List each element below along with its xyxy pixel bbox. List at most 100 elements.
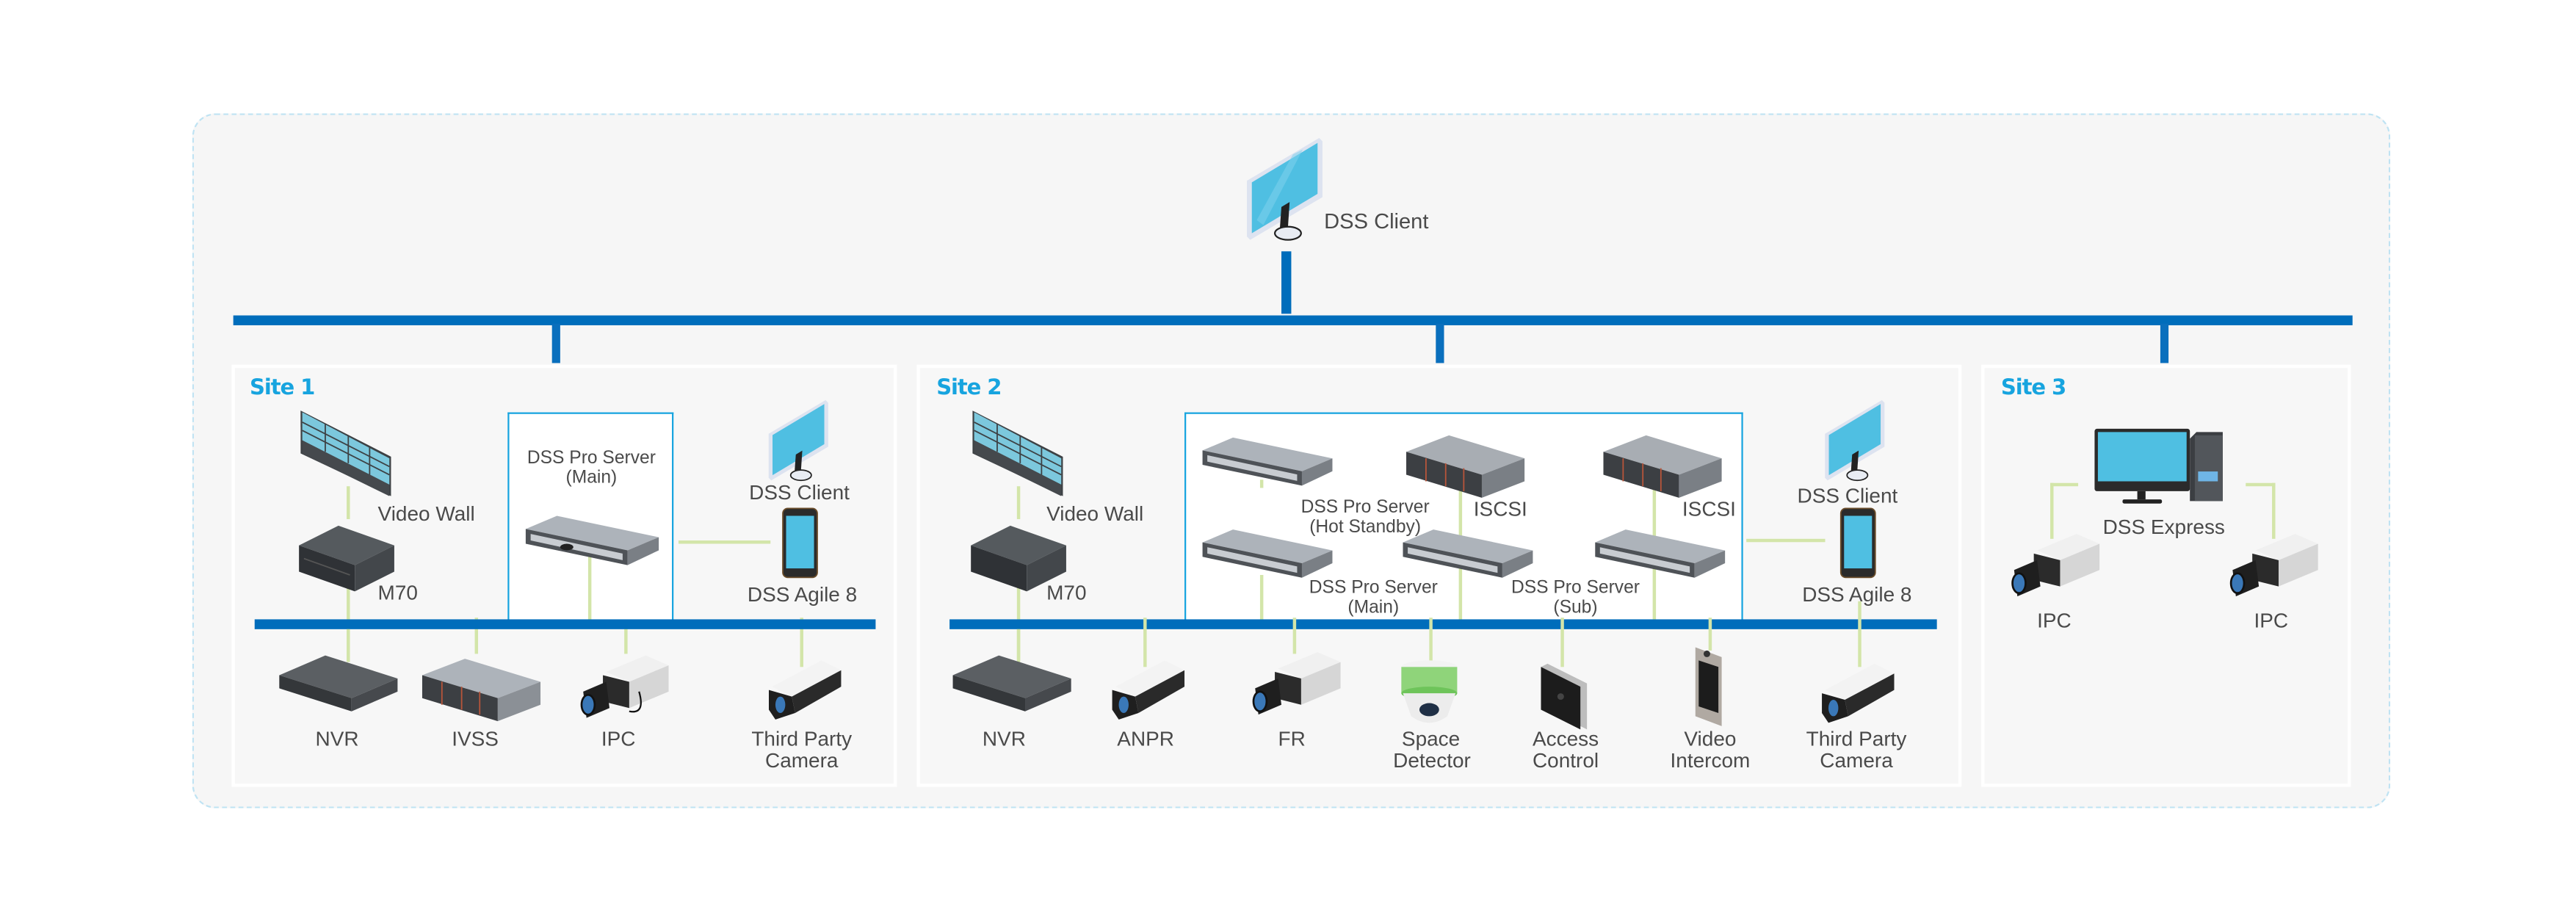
server-sub-label: DSS Pro Server (Sub) (1497, 579, 1654, 618)
device-label: NVR (315, 728, 359, 751)
link (1858, 601, 1862, 667)
label-line: (Hot Standby) (1309, 516, 1422, 537)
server-main-label: DSS Pro Server (Main) (1295, 578, 1452, 618)
link (1143, 618, 1147, 667)
bullet-camera-icon (1822, 663, 1895, 723)
device-label: IPC (2037, 609, 2072, 633)
server-hot-standby-label: DSS Pro Server (Hot Standby) (1287, 499, 1444, 537)
nvr-icon (952, 655, 1071, 712)
link (347, 486, 350, 519)
link (474, 618, 479, 654)
video-wall-icon (300, 410, 391, 496)
desktop-pc-icon (2094, 428, 2223, 504)
nvr-icon (279, 655, 398, 712)
label-line: Camera (765, 749, 839, 772)
link (2246, 482, 2276, 487)
iscsi-storage-icon (1406, 435, 1525, 498)
link (2272, 482, 2276, 539)
m70-decoder-icon (299, 525, 394, 592)
link (1016, 486, 1021, 519)
device-label: Third Party Camera (748, 728, 856, 772)
link (1259, 575, 1264, 621)
label-line: Video (1684, 728, 1737, 751)
ipc-box-camera-icon (2229, 534, 2318, 597)
link (347, 629, 350, 662)
device-label: Video Intercom (1669, 728, 1751, 772)
backbone-bus (233, 315, 2353, 325)
device-label: NVR (982, 728, 1026, 751)
site2-drop (1436, 323, 1444, 363)
anpr-camera-icon (1112, 660, 1185, 720)
ipc-box-camera-icon (2011, 534, 2100, 597)
device-label: IPC (601, 728, 636, 751)
server-icon (1202, 529, 1333, 578)
device-label: IPC (2254, 609, 2289, 633)
access-control-icon (1541, 663, 1588, 730)
smartphone-icon (782, 507, 818, 579)
label-line: DSS Pro Server (527, 448, 656, 468)
label-line: Access (1532, 728, 1599, 751)
device-label: IVSS (452, 728, 499, 751)
iscsi-label: ISCSI (1473, 497, 1527, 521)
label-line: (Sub) (1553, 597, 1598, 618)
label-line: (Main) (565, 467, 618, 488)
device-label: Access Control (1528, 728, 1604, 772)
link (1429, 618, 1433, 664)
site-3-title: Site 3 (2000, 376, 2066, 401)
site1-dss-client-label: DSS Client (749, 481, 850, 504)
link (587, 555, 592, 621)
ipc-box-camera-icon (580, 655, 669, 718)
link (347, 578, 350, 661)
client-uplink (1281, 251, 1292, 314)
m70-decoder-icon (971, 525, 1066, 592)
label-line: DSS Pro Server (1300, 497, 1430, 518)
iscsi-label: ISCSI (1682, 497, 1736, 521)
label-line: Control (1532, 749, 1599, 772)
top-dss-client-label: DSS Client (1324, 209, 1429, 234)
site-2-bus (949, 619, 1937, 629)
bullet-camera-icon (769, 660, 842, 720)
smartphone-icon (1839, 507, 1876, 579)
label-line: DSS Pro Server (1309, 578, 1438, 598)
ivss-icon (422, 659, 541, 722)
label-line: Detector (1393, 749, 1471, 772)
label-line: Space (1401, 728, 1461, 751)
site1-drop (551, 323, 560, 363)
fr-camera-icon (1252, 652, 1341, 715)
link (1292, 618, 1297, 654)
device-label: Space Detector (1393, 728, 1471, 772)
label-line: (Main) (1347, 597, 1400, 618)
video-wall-label: Video Wall (1046, 502, 1144, 526)
server-icon (1595, 529, 1726, 578)
device-label: ANPR (1117, 728, 1175, 751)
monitor-icon (768, 399, 828, 482)
site2-dss-client-label: DSS Client (1797, 484, 1898, 508)
server-icon (1403, 529, 1533, 578)
link (2050, 482, 2054, 539)
video-wall-icon (972, 410, 1063, 496)
link (1708, 618, 1712, 651)
site1-dss-agile-label: DSS Agile 8 (747, 583, 858, 607)
site-1-bus (254, 619, 876, 629)
label-line: Third Party (751, 728, 853, 751)
iscsi-storage-icon (1603, 435, 1722, 498)
monitor-icon (1825, 399, 1885, 482)
site3-drop (2160, 323, 2169, 363)
video-wall-label: Video Wall (377, 502, 475, 526)
device-label: FR (1278, 728, 1306, 751)
server-icon (1202, 437, 1333, 486)
space-detector-icon (1401, 660, 1458, 723)
server-icon (525, 515, 659, 565)
m70-label: M70 (377, 581, 418, 605)
link (800, 618, 803, 667)
device-label: Third Party Camera (1802, 728, 1911, 772)
site2-dss-agile-label: DSS Agile 8 (1802, 583, 1912, 607)
link (1016, 578, 1021, 661)
m70-label: M70 (1046, 581, 1087, 605)
site-2-title: Site 2 (936, 376, 1002, 401)
site-1-title: Site 1 (250, 376, 315, 401)
label-line: Third Party (1806, 728, 1907, 751)
video-intercom-icon (1695, 647, 1722, 726)
link (1560, 618, 1564, 667)
